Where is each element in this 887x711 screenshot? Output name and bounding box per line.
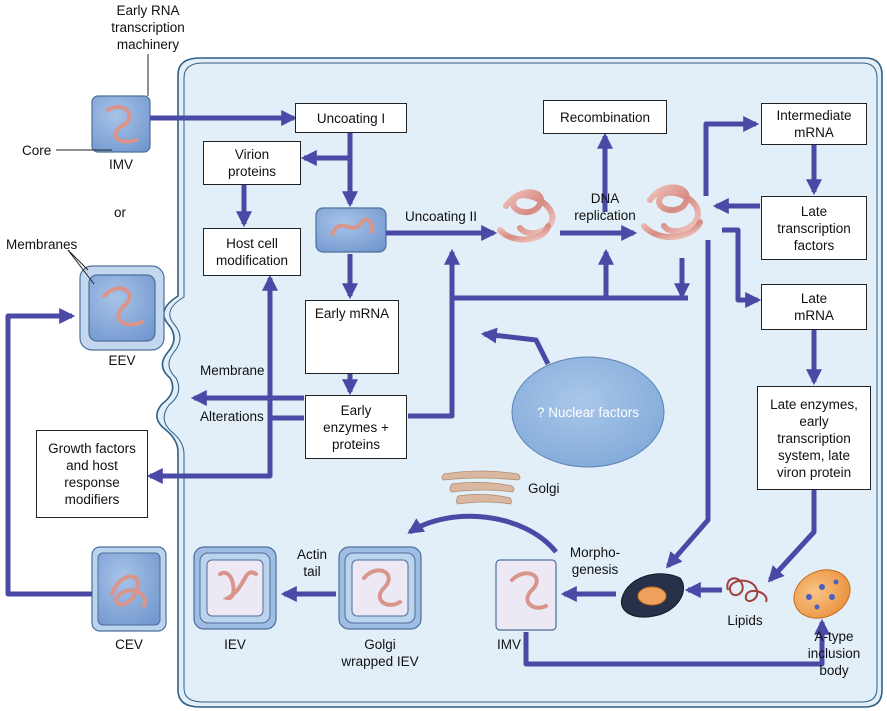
box-early-mrna: Early mRNA: [305, 300, 399, 374]
label-dna-replication: DNA replication: [574, 191, 636, 223]
box-late-mrna: Late mRNA: [761, 284, 867, 330]
box-late-enzymes: Late enzymes, early transcription system…: [757, 386, 871, 490]
label-iev: IEV: [224, 637, 246, 652]
a-type-inclusion-body: [793, 569, 851, 619]
label-lipids: Lipids: [727, 613, 763, 628]
arrow-to-intermediate: [703, 115, 760, 196]
imv-particle-inside: [495, 559, 557, 631]
label-cev: CEV: [115, 637, 143, 652]
box-late-transcription-factors: Late transcription factors: [761, 196, 867, 260]
box-growth-factors: Growth factors and host response modifie…: [36, 430, 148, 518]
label-a-type-inclusion: A-type inclusion body: [807, 629, 861, 678]
cev-particle: [91, 546, 167, 632]
box-virion-proteins: Virion proteins: [203, 141, 301, 185]
nucleus: [511, 356, 665, 468]
imv-particle-outside: [91, 95, 151, 153]
golgi-wrapped-iev-particle: [338, 546, 422, 630]
label-nuclear-factors: ? Nuclear factors: [536, 405, 640, 420]
label-imv-top: IMV: [108, 157, 133, 172]
iev-particle: [193, 546, 277, 630]
dna-genome-2: [641, 184, 703, 241]
dna-genome-1: [497, 189, 556, 243]
crescent-particle: [620, 573, 685, 618]
box-uncoating1: Uncoating I: [295, 103, 407, 133]
label-imv-bottom: IMV: [496, 637, 521, 652]
label-eev: EEV: [108, 353, 136, 368]
arrow-imv-to-golgi-wrap: [407, 513, 558, 554]
label-golgi: Golgi: [528, 481, 560, 496]
box-recombination: Recombination: [543, 100, 667, 134]
label-golgi-wrapped-iev: Golgi wrapped IEV: [341, 637, 419, 669]
label-early-rna-machinery: Early RNA transcription machinery: [111, 3, 185, 52]
pathway-arrows: [5, 109, 831, 667]
box-early-enzymes: Early enzymes + proteins: [305, 395, 407, 459]
label-actin-tail: Actin tail: [296, 547, 327, 579]
arrow-dna-to-crescent: [665, 240, 711, 569]
arrow-enzymes-to-dna-feed: [408, 295, 688, 419]
arrow-late-enzymes-to-lipids: [767, 490, 817, 583]
membranes-leader-line-2: [67, 249, 95, 285]
label-or: or: [113, 205, 126, 220]
lipids-icon: [726, 577, 768, 603]
arrow-nuclear-factors: [480, 327, 551, 366]
label-alterations: Alterations: [200, 409, 264, 424]
uncoated-core: [315, 207, 387, 253]
arrow-cev-to-eev: [5, 307, 92, 597]
label-membrane: Membrane: [200, 363, 265, 378]
label-membranes: Membranes: [6, 237, 78, 252]
arrow-to-growth-factors: [146, 415, 304, 485]
label-morphogenesis: Morpho- genesis: [569, 545, 621, 577]
box-host-cell-modification: Host cell modification: [203, 228, 301, 276]
label-uncoating2: Uncoating II: [404, 209, 478, 224]
arrow-dna-to-late-mrna: [722, 227, 762, 309]
label-core: Core: [22, 143, 52, 158]
box-intermediate-mrna: Intermediate mRNA: [761, 103, 867, 145]
eev-particle: [79, 265, 165, 351]
arrow-imv-to-inclusion: [523, 618, 831, 667]
host-cell-inner-outline: [163, 62, 878, 703]
membranes-leader-line-1: [67, 249, 89, 271]
golgi-icon: [441, 470, 521, 505]
